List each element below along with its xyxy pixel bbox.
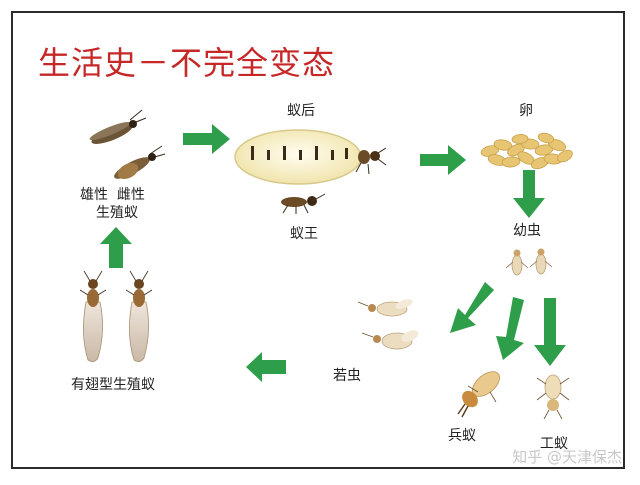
label-king: 蚁王 xyxy=(290,226,318,242)
larva-icon-left xyxy=(505,249,529,276)
label-alates-sexes: 雄性 雌性 xyxy=(80,187,145,203)
arrow-nymph-to-winged xyxy=(246,352,286,382)
label-eggs: 卵 xyxy=(519,103,533,119)
label-queen: 蚁后 xyxy=(287,103,315,119)
label-worker: 工蚁 xyxy=(540,436,568,452)
label-larvae: 幼虫 xyxy=(513,223,541,239)
nymph-icon-bottom xyxy=(361,330,419,350)
arrow-larvae-to-nymph xyxy=(450,282,494,333)
diagram-title: 生活史－不完全变态 xyxy=(38,44,336,82)
winged-reproductive-icon-left xyxy=(79,270,107,362)
arrow-winged-to-alates xyxy=(100,227,132,268)
eggs-cluster-icon xyxy=(480,132,573,170)
watermark: 知乎 @天津保杰 xyxy=(512,448,622,466)
nymph-icon-top xyxy=(357,299,413,317)
king-termite-icon xyxy=(281,193,326,214)
queen-termite-icon xyxy=(234,129,387,185)
female-alate-icon xyxy=(114,145,166,180)
winged-reproductive-icon-right xyxy=(125,270,153,362)
soldier-termite-icon xyxy=(457,371,500,418)
arrow-eggs-to-larvae xyxy=(513,170,545,218)
label-soldier: 兵蚁 xyxy=(448,428,476,444)
larva-icon-right xyxy=(529,248,553,275)
arrow-larvae-to-worker xyxy=(534,298,566,366)
label-nymph: 若虫 xyxy=(333,368,361,384)
label-alates-reproductive: 生殖蚁 xyxy=(96,205,138,221)
male-alate-icon xyxy=(89,109,147,144)
arrow-queen-to-eggs xyxy=(420,145,466,175)
arrow-larvae-to-soldier xyxy=(496,297,524,360)
label-winged-reproductive: 有翅型生殖蚁 xyxy=(71,377,155,393)
arrow-alates-to-queen xyxy=(183,124,230,154)
worker-termite-icon xyxy=(536,374,570,420)
